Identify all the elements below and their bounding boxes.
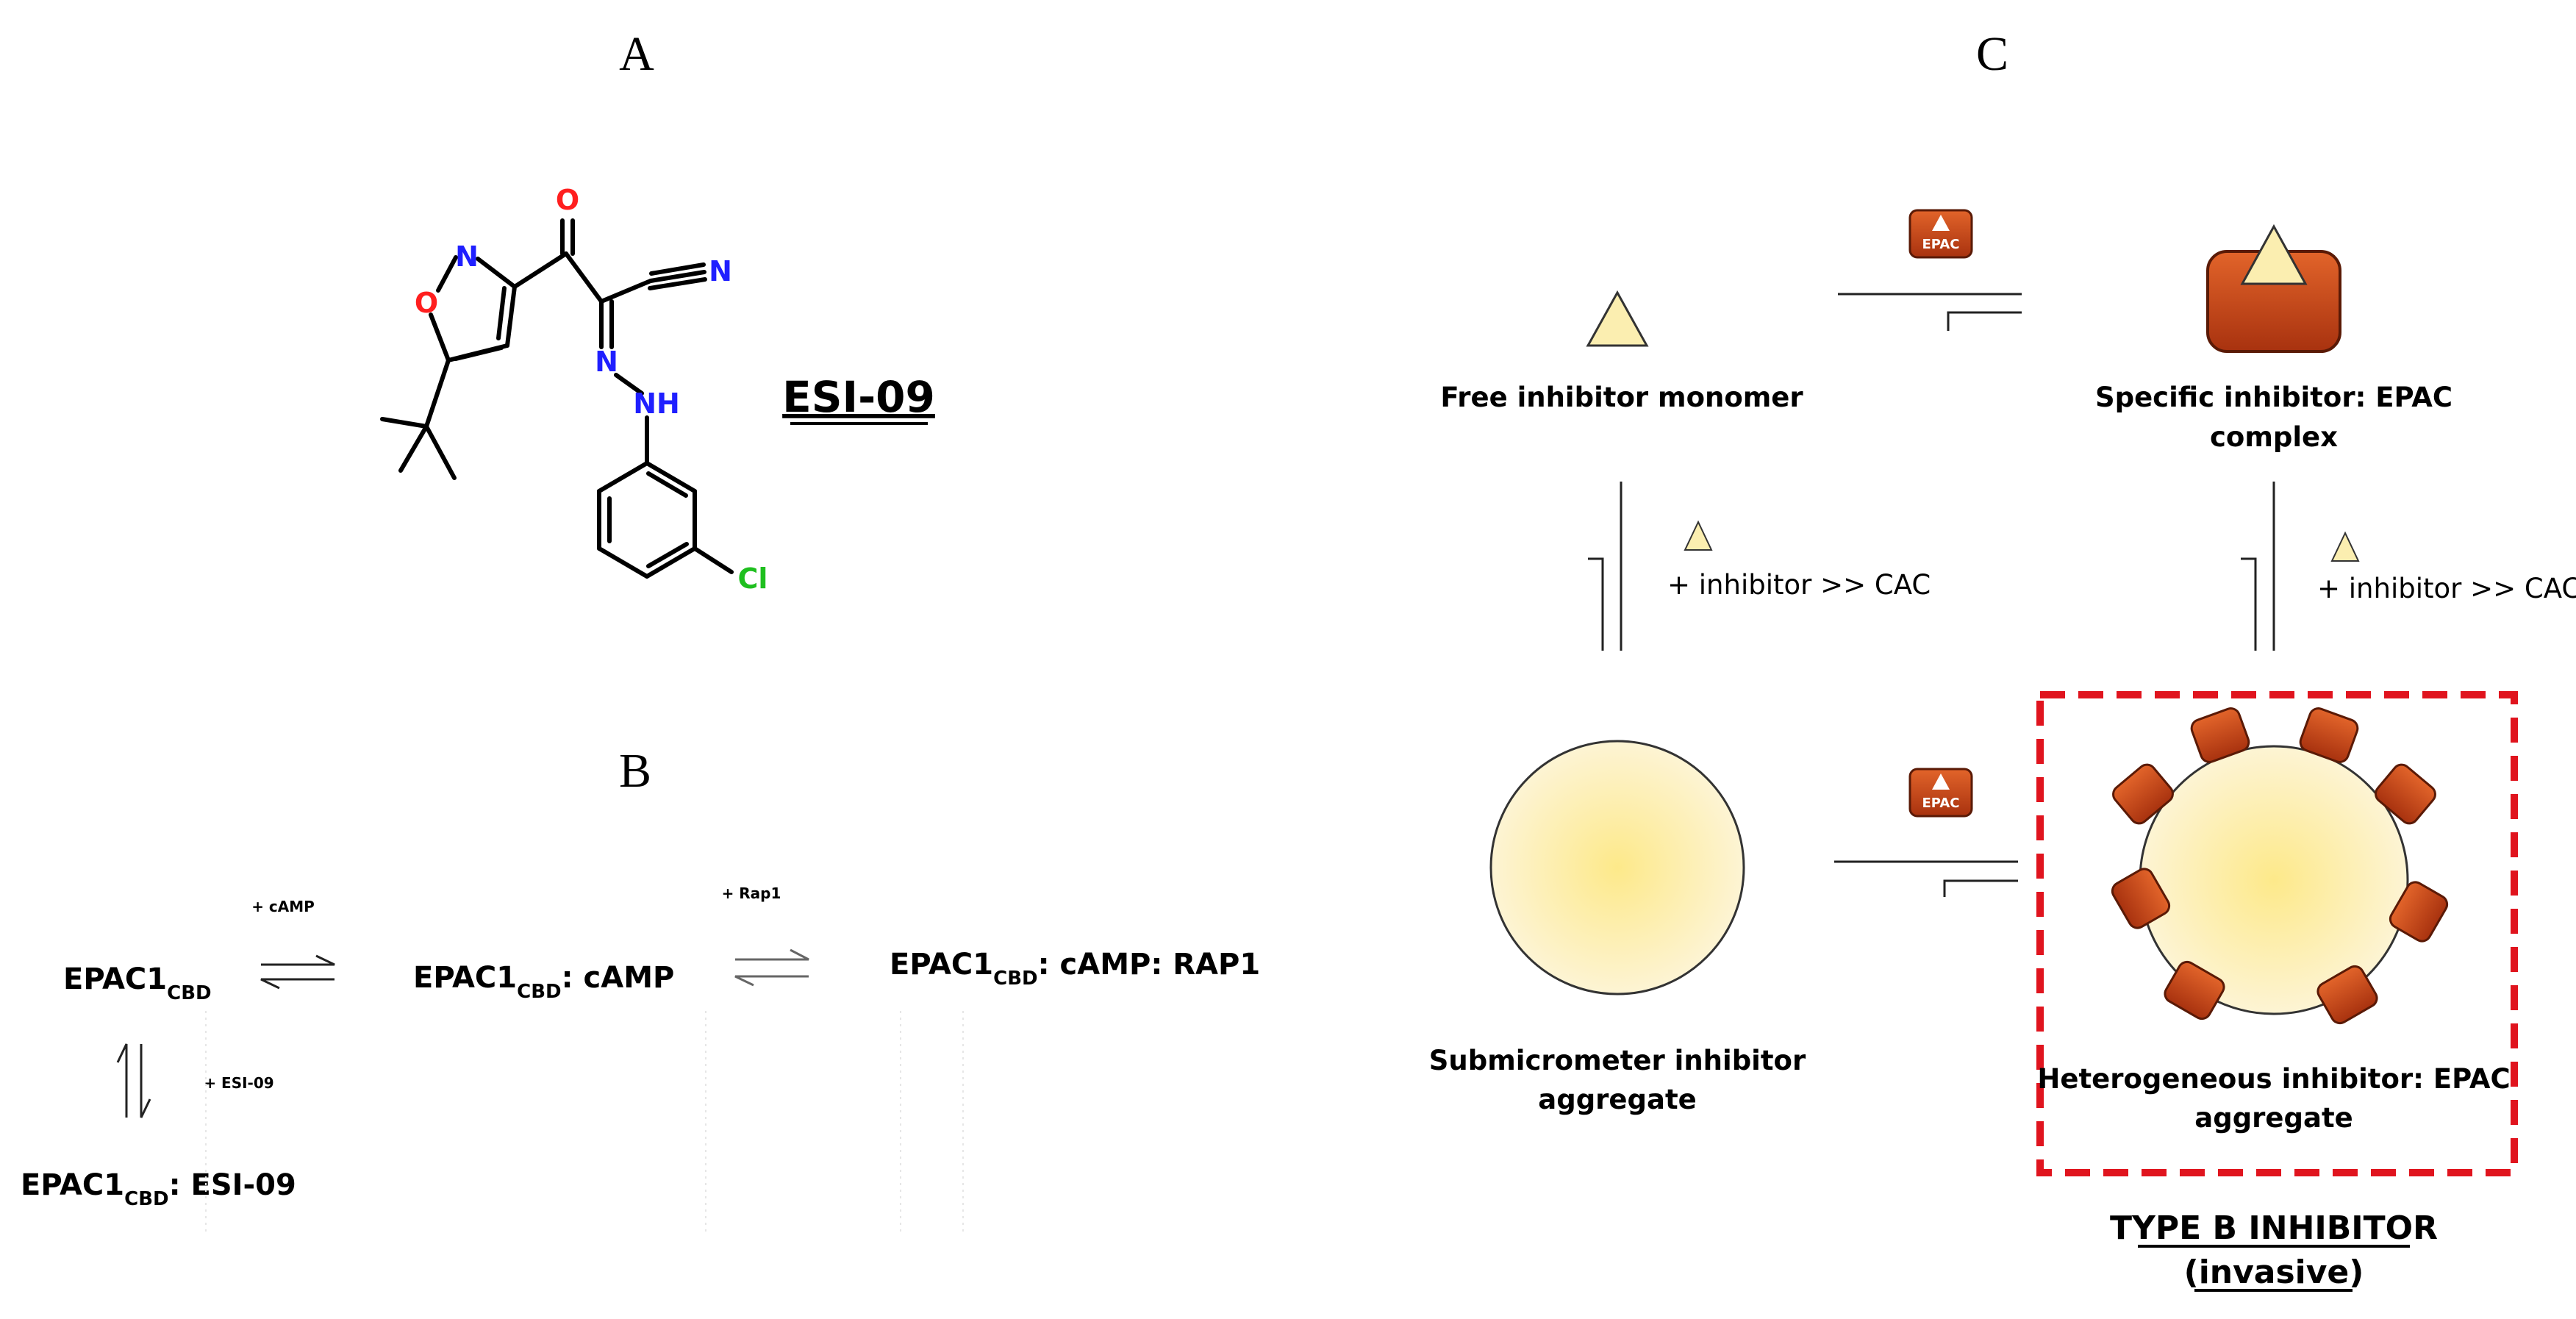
panel-a: A bbox=[380, 27, 935, 595]
species-epac1cbd: EPAC1CBD bbox=[63, 962, 212, 1004]
specific-complex bbox=[2206, 224, 2341, 353]
svg-text:EPAC: EPAC bbox=[1922, 237, 1960, 252]
label-heterogeneous-1: Heterogeneous inhibitor: EPAC bbox=[2037, 1063, 2510, 1095]
panel-b: B EPAC1CBD EPAC1CBD: cAMP EPAC1CBD: cAMP… bbox=[21, 744, 1260, 1235]
species-epac1cbd-esi09: EPAC1CBD: ESI-09 bbox=[21, 1168, 296, 1210]
small-triangle-left bbox=[1684, 520, 1713, 551]
atom-n-ring: N bbox=[455, 240, 479, 273]
equilibrium-arrow-top bbox=[1838, 293, 2022, 331]
label-plus-rap1: + Rap1 bbox=[722, 884, 781, 902]
equilibrium-arrow-bottom bbox=[1834, 860, 2018, 897]
species-epac1cbd-camp: EPAC1CBD: cAMP bbox=[413, 961, 674, 1003]
heterogeneous-aggregate bbox=[2108, 704, 2452, 1028]
submicrometer-aggregate bbox=[1489, 740, 1745, 995]
equilibrium-arrow-right bbox=[2241, 482, 2275, 651]
label-type-b: TYPE B INHIBITOR bbox=[2110, 1209, 2438, 1247]
panel-a-letter: A bbox=[619, 27, 654, 81]
epac-badge-bottom: EPAC bbox=[1908, 768, 1973, 818]
small-triangle-right bbox=[2330, 531, 2360, 562]
label-plus-inhibitor-right: + inhibitor >> CAC bbox=[2317, 573, 2576, 604]
label-plus-inhibitor-left: + inhibitor >> CAC bbox=[1667, 569, 1931, 601]
esi09-atom-labels: O N O N N NH Cl bbox=[415, 184, 768, 595]
atom-nh: NH bbox=[633, 387, 680, 420]
panel-b-letter: B bbox=[619, 744, 651, 798]
svg-text:EPAC: EPAC bbox=[1922, 796, 1960, 811]
atom-o-ring: O bbox=[415, 287, 438, 319]
compound-name: ESI-09 bbox=[782, 372, 935, 422]
equilibrium-arrow-left bbox=[1588, 482, 1622, 651]
esi09-structure bbox=[380, 218, 734, 579]
label-specific-2: complex bbox=[2210, 421, 2338, 453]
equilibrium-arrow-camp bbox=[260, 954, 335, 990]
epac-badge-top: EPAC bbox=[1908, 209, 1973, 259]
label-invasive: (invasive) bbox=[2184, 1254, 2364, 1291]
faint-guides bbox=[205, 1011, 964, 1235]
label-submicrometer-1: Submicrometer inhibitor bbox=[1429, 1045, 1806, 1076]
panel-c: C Free inhibitor monomer EPAC Specific i… bbox=[1429, 27, 2576, 1292]
label-specific-1: Specific inhibitor: EPAC bbox=[2095, 382, 2452, 413]
label-heterogeneous-2: aggregate bbox=[2194, 1102, 2353, 1134]
label-plus-camp: + cAMP bbox=[251, 898, 315, 915]
atom-o-carbonyl: O bbox=[556, 184, 579, 216]
label-submicrometer-2: aggregate bbox=[1538, 1084, 1697, 1115]
label-plus-esi09: + ESI-09 bbox=[204, 1074, 273, 1092]
monomer-triangle bbox=[1586, 290, 1649, 347]
panel-c-letter: C bbox=[1976, 27, 2008, 81]
atom-n-nitrile: N bbox=[709, 255, 732, 287]
atom-cl: Cl bbox=[738, 562, 768, 595]
equilibrium-arrow-esi09 bbox=[116, 1043, 151, 1118]
atom-n-imine: N bbox=[595, 346, 618, 378]
label-free-monomer: Free inhibitor monomer bbox=[1440, 382, 1803, 413]
equilibrium-arrow-rap1 bbox=[734, 948, 809, 987]
type-b-highlight-box bbox=[2036, 691, 2518, 1176]
species-epac1cbd-camp-rap1: EPAC1CBD: cAMP: RAP1 bbox=[890, 948, 1260, 990]
